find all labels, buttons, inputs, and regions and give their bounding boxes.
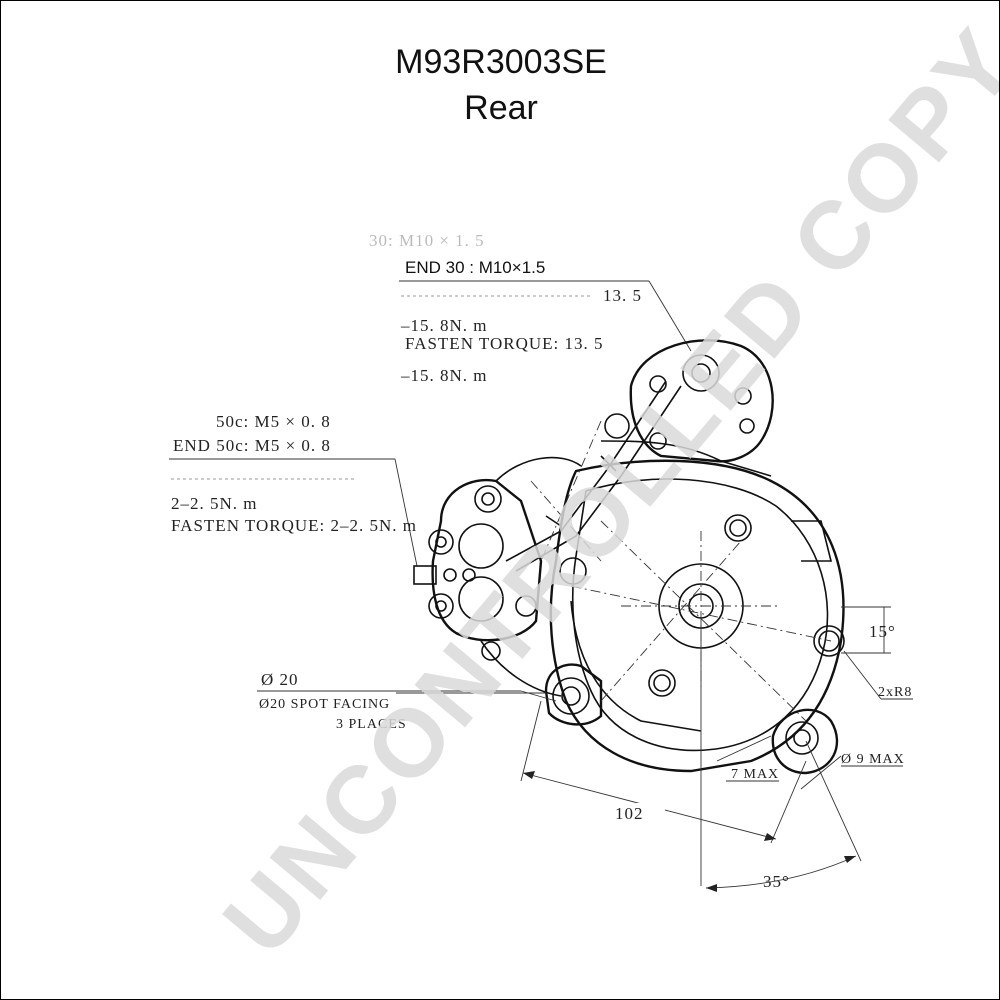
uncontrolled-copy-watermark: UNCONTROLLED COPY [203, 8, 1000, 975]
end50-leader-line [394, 458, 418, 567]
end30-torque-range: –15. 8N. m [400, 366, 488, 385]
dim-dia-9: Ø 9 MAX [800, 752, 905, 790]
dim-102: 102 [520, 700, 807, 844]
mounting-holes [559, 514, 845, 697]
page-subtitle: Rear [464, 89, 538, 127]
dim-radius: 2xR8 [843, 650, 913, 700]
end50-torque-label: FASTEN TORQUE: 2–2. 5N. m [171, 516, 417, 535]
dim-102-label: 102 [615, 804, 644, 823]
angle-15-label: 15° [869, 622, 896, 641]
dim-35-degree: 35° [700, 621, 862, 892]
angle-35-label: 35° [763, 872, 790, 891]
spot-ghost-label: Ø 20 [261, 670, 299, 689]
dim-7-max: 7 MAX [716, 735, 779, 782]
end30-torque-label: FASTEN TORQUE: 13. 5 [405, 334, 604, 353]
max-7-label: 7 MAX [731, 767, 779, 782]
center-lines [530, 420, 832, 722]
starter-housing [480, 456, 845, 773]
flange-ear-bottom [771, 708, 839, 775]
end30-thread-label: END 30 : M10×1.5 [405, 258, 545, 277]
terminal-30-stud [505, 339, 774, 572]
end50-ghost-label: 50c: M5 × 0. 8 [216, 412, 331, 431]
flange-ear-left [544, 663, 603, 726]
end50-torque-range: 2–2. 5N. m [171, 494, 258, 513]
end30-leader-line [648, 280, 692, 352]
torque-ghost-range: –15. 8N. m [400, 316, 488, 335]
end30-ghost-label: 30: M10 × 1. 5 [369, 231, 485, 250]
spot-facing-callout: Ø 20 Ø20 SPOT FACING 3 PLACES [257, 670, 557, 732]
spot-facing-label: Ø20 SPOT FACING [259, 697, 390, 712]
radius-label: 2xR8 [878, 685, 912, 700]
page-title: M93R3003SE [395, 43, 607, 81]
end50-thread-label: END 50c: M5 × 0. 8 [173, 436, 331, 455]
spot-places-label: 3 PLACES [336, 717, 407, 732]
dim-15-degree: 15° [841, 606, 896, 654]
torque-ghost-value: 13. 5 [603, 286, 642, 305]
solenoid-assembly [413, 478, 543, 661]
dia-9-label: Ø 9 MAX [841, 752, 905, 767]
